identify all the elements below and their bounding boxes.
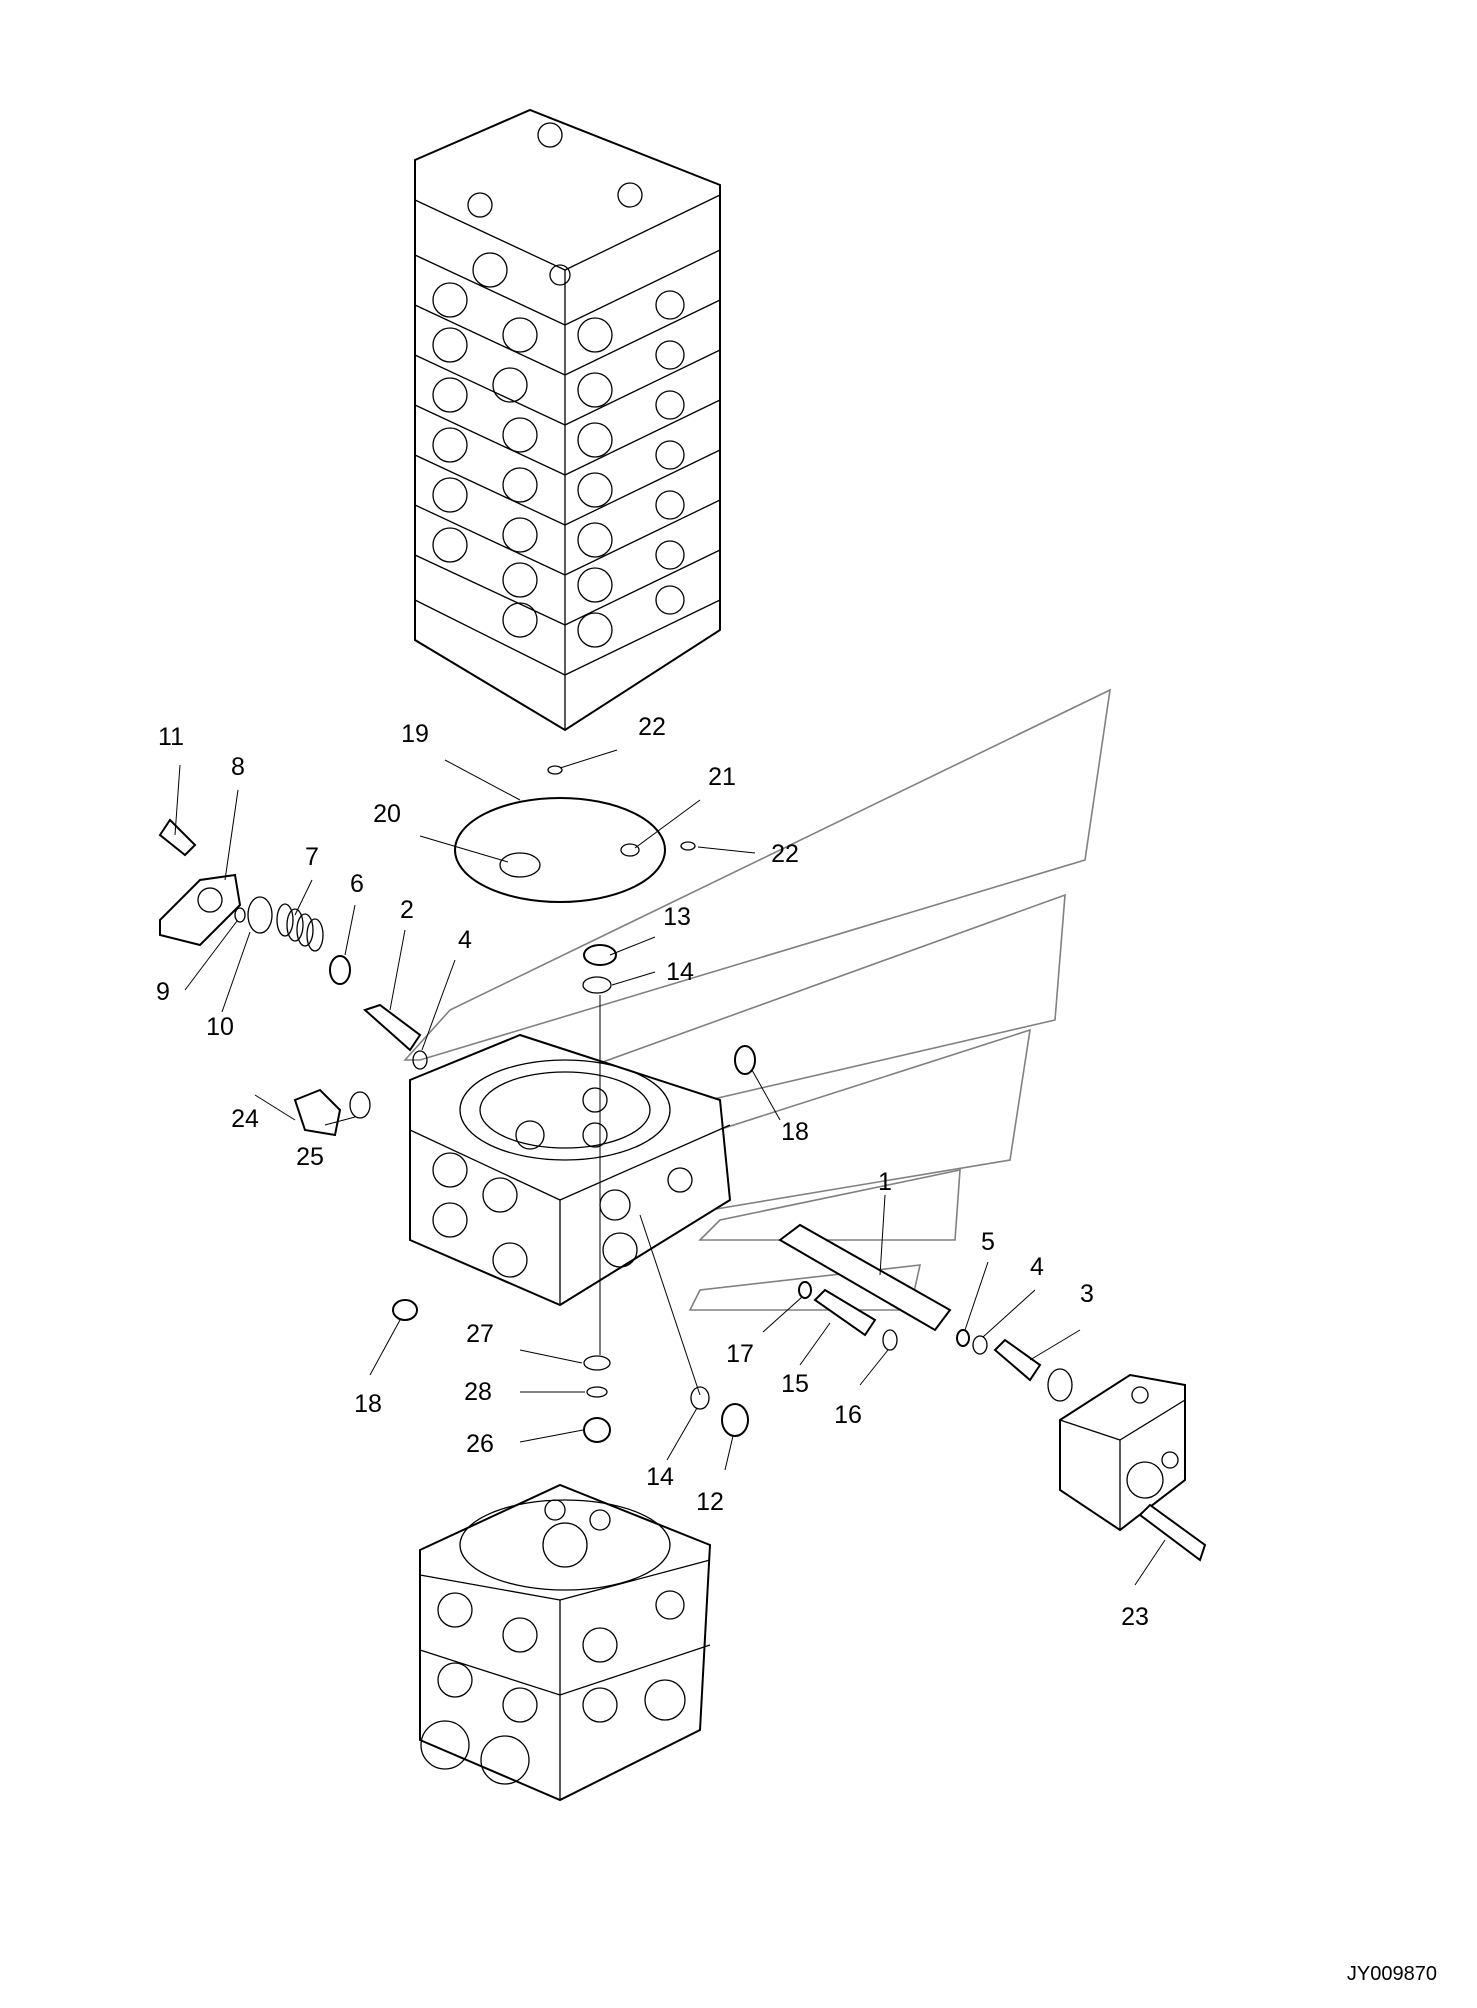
callout-3: 3 [1080,1280,1094,1308]
callout-24: 24 [231,1105,259,1133]
callout-8: 8 [231,753,245,781]
o-ring-16 [882,1329,898,1351]
callout-28: 28 [464,1378,492,1406]
callout-11: 11 [158,723,184,751]
callout-1: 1 [878,1168,892,1196]
poppet-2 [363,1003,422,1052]
o-ring-9 [234,907,246,923]
callout-17: 17 [726,1340,754,1368]
o-ring-10 [247,896,273,934]
port-hole-20 [499,852,541,878]
end-cap-block [1059,1373,1186,1532]
callout-16: 16 [834,1401,862,1429]
spool-1 [778,1223,952,1332]
callout-27: 27 [466,1320,494,1348]
callout-13: 13 [663,903,691,931]
plug-24 [293,1088,342,1137]
o-ring-3b [1047,1368,1073,1402]
plug-12 [721,1403,749,1437]
callout-9: 9 [156,978,170,1006]
callout-22b: 22 [771,840,799,868]
drawing-code: JY009870 [1346,1963,1437,1985]
port-hole-21 [620,843,640,857]
bolt-23 [1138,1503,1207,1562]
callout-19: 19 [401,720,429,748]
o-ring-17 [798,1281,812,1299]
valve-stack-top [414,108,721,732]
o-ring-28 [586,1386,608,1398]
plug-26 [583,1417,611,1443]
valve-stack-bottom [419,1483,712,1802]
o-ring-5 [956,1329,970,1347]
callout-2: 2 [400,896,414,924]
o-ring-25 [349,1091,371,1119]
callout-4b: 4 [1030,1253,1044,1281]
callout-18b: 18 [354,1390,382,1418]
callout-15: 15 [781,1370,809,1398]
o-ring-4a [412,1050,428,1070]
plug-3 [993,1338,1042,1382]
o-ring-4b [972,1335,988,1355]
leader-lines [174,749,1166,1586]
callout-6: 6 [350,870,364,898]
callout-21: 21 [708,763,736,791]
callout-20: 20 [373,800,401,828]
callout-22a: 22 [638,713,666,741]
o-ring-14a [582,976,612,994]
callout-18a: 18 [781,1118,809,1146]
o-ring-22a [547,765,563,775]
plug-18b [392,1299,418,1321]
o-ring-27 [583,1355,611,1371]
plug-13 [583,944,617,966]
o-ring-14b [690,1386,710,1410]
plug-18a [734,1045,756,1075]
callout-12: 12 [696,1488,724,1516]
callout-14b: 14 [646,1463,674,1491]
retainer-6 [329,955,351,985]
callout-7: 7 [305,843,319,871]
flange-8 [159,873,242,947]
callout-5: 5 [981,1228,995,1256]
seal-plate-19 [454,797,666,903]
callout-10: 10 [206,1013,234,1041]
callout-4a: 4 [458,926,472,954]
callout-25: 25 [296,1143,324,1171]
valve-section-main [409,1033,732,1307]
callout-labels: 11 8 19 22 21 20 22 7 6 2 4 13 14 9 10 2… [156,713,1149,1631]
callout-23: 23 [1121,1603,1149,1631]
valve-15 [813,1288,877,1337]
small-parts [158,765,1207,1562]
spring-7 [276,903,324,952]
bolt-11 [158,818,197,857]
callout-14a: 14 [666,958,694,986]
o-ring-22b [680,841,696,851]
callout-26: 26 [466,1430,494,1458]
